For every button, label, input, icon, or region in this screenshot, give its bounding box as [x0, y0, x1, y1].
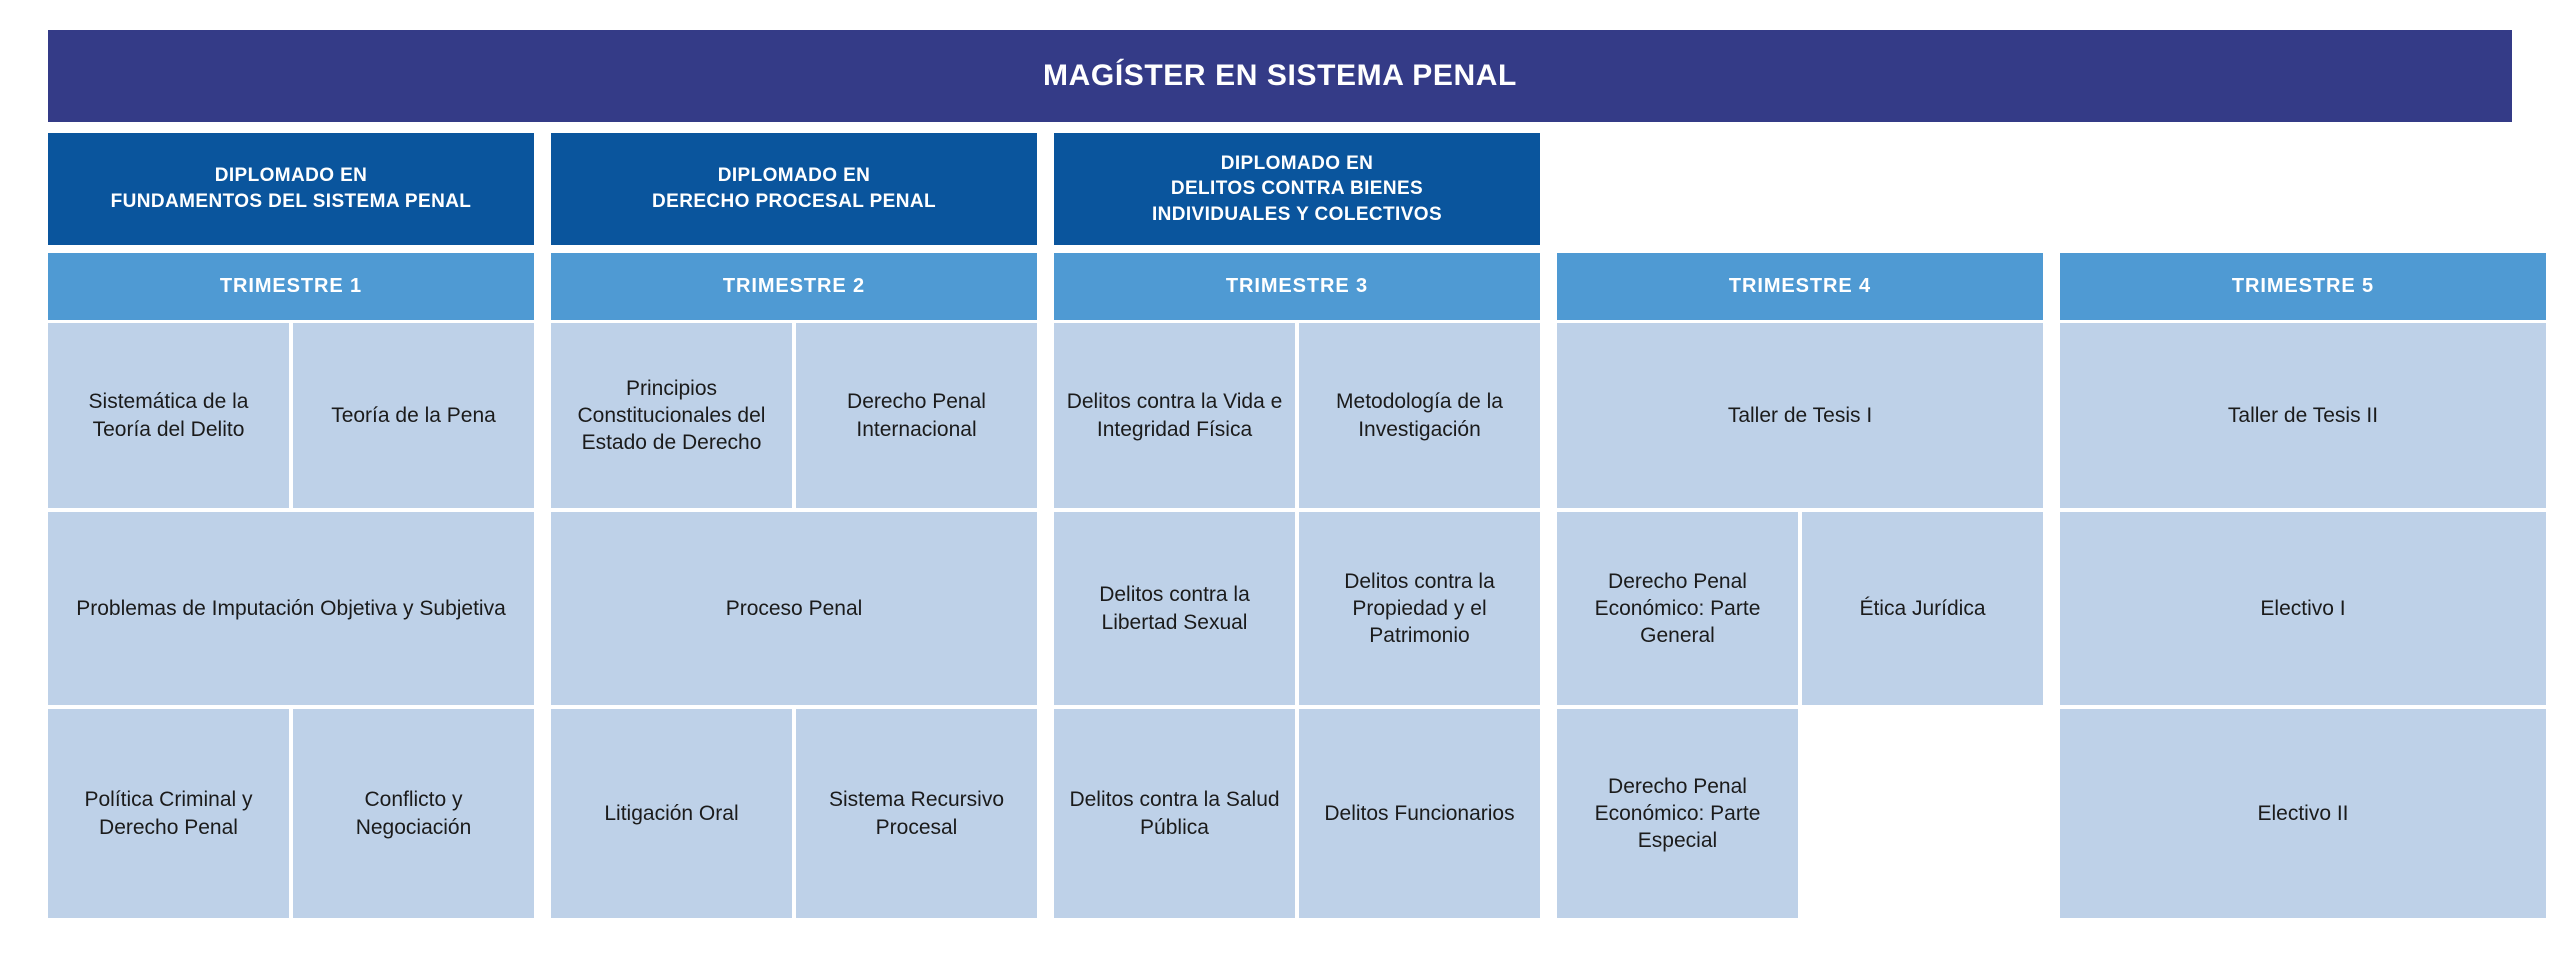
diploma-line-2: DELITOS CONTRA BIENES [1170, 178, 1424, 200]
trimester-header-2[interactable]: TRIMESTRE 2 [551, 253, 1037, 320]
trimester-header-4[interactable]: TRIMESTRE 4 [1557, 253, 2043, 320]
diploma-line-1: DIPLOMADO EN [717, 165, 871, 187]
course-cell[interactable]: Delitos contra la Salud Pública [1054, 709, 1295, 918]
course-cell[interactable]: Conflicto y Negociación [293, 709, 534, 918]
course-cell[interactable]: Derecho Penal Internacional [796, 323, 1037, 508]
course-cell[interactable]: Litigación Oral [551, 709, 792, 918]
diploma-card-fundamentos[interactable]: DIPLOMADO EN FUNDAMENTOS DEL SISTEMA PEN… [48, 133, 534, 245]
course-cell[interactable]: Metodología de la Investigación [1299, 323, 1540, 508]
course-cell[interactable]: Problemas de Imputación Objetiva y Subje… [48, 512, 534, 705]
course-cell[interactable]: Electivo II [2060, 709, 2546, 918]
course-cell[interactable]: Sistema Recursivo Procesal [796, 709, 1037, 918]
course-cell[interactable]: Taller de Tesis II [2060, 323, 2546, 508]
trimester-header-1[interactable]: TRIMESTRE 1 [48, 253, 534, 320]
course-cell[interactable]: Teoría de la Pena [293, 323, 534, 508]
diploma-line-1: DIPLOMADO EN [1220, 152, 1374, 174]
diploma-band: DIPLOMADO EN FUNDAMENTOS DEL SISTEMA PEN… [0, 133, 2560, 245]
page-title: MAGÍSTER EN SISTEMA PENAL [48, 30, 2512, 122]
course-grid: Sistemática de la Teoría del Delito Teor… [0, 323, 2560, 923]
diploma-line-3: INDIVIDUALES Y COLECTIVOS [1151, 203, 1443, 225]
trimester-header-3[interactable]: TRIMESTRE 3 [1054, 253, 1540, 320]
course-cell[interactable]: Derecho Penal Económico: Parte Especial [1557, 709, 1798, 918]
course-cell[interactable]: Derecho Penal Económico: Parte General [1557, 512, 1798, 705]
course-cell[interactable]: Delitos contra la Propiedad y el Patrimo… [1299, 512, 1540, 705]
course-cell[interactable]: Electivo I [2060, 512, 2546, 705]
course-cell[interactable]: Delitos Funcionarios [1299, 709, 1540, 918]
diploma-line-1: DIPLOMADO EN [214, 165, 368, 187]
diploma-card-procesal[interactable]: DIPLOMADO EN DERECHO PROCESAL PENAL [551, 133, 1037, 245]
course-cell[interactable]: Proceso Penal [551, 512, 1037, 705]
course-cell[interactable]: Delitos contra la Vida e Integridad Físi… [1054, 323, 1295, 508]
course-cell[interactable]: Delitos contra la Libertad Sexual [1054, 512, 1295, 705]
diploma-line-2: FUNDAMENTOS DEL SISTEMA PENAL [110, 191, 472, 212]
diploma-card-delitos[interactable]: DIPLOMADO EN DELITOS CONTRA BIENES INDIV… [1054, 133, 1540, 245]
trimester-header-band: TRIMESTRE 1 TRIMESTRE 2 TRIMESTRE 3 TRIM… [0, 253, 2560, 320]
course-cell[interactable]: Ética Jurídica [1802, 512, 2043, 705]
course-cell[interactable]: Sistemática de la Teoría del Delito [48, 323, 289, 508]
diploma-line-2: DERECHO PROCESAL PENAL [652, 191, 936, 212]
course-cell[interactable]: Política Criminal y Derecho Penal [48, 709, 289, 918]
trimester-header-5[interactable]: TRIMESTRE 5 [2060, 253, 2546, 320]
course-cell[interactable]: Taller de Tesis I [1557, 323, 2043, 508]
course-cell[interactable]: Principios Constitucionales del Estado d… [551, 323, 792, 508]
